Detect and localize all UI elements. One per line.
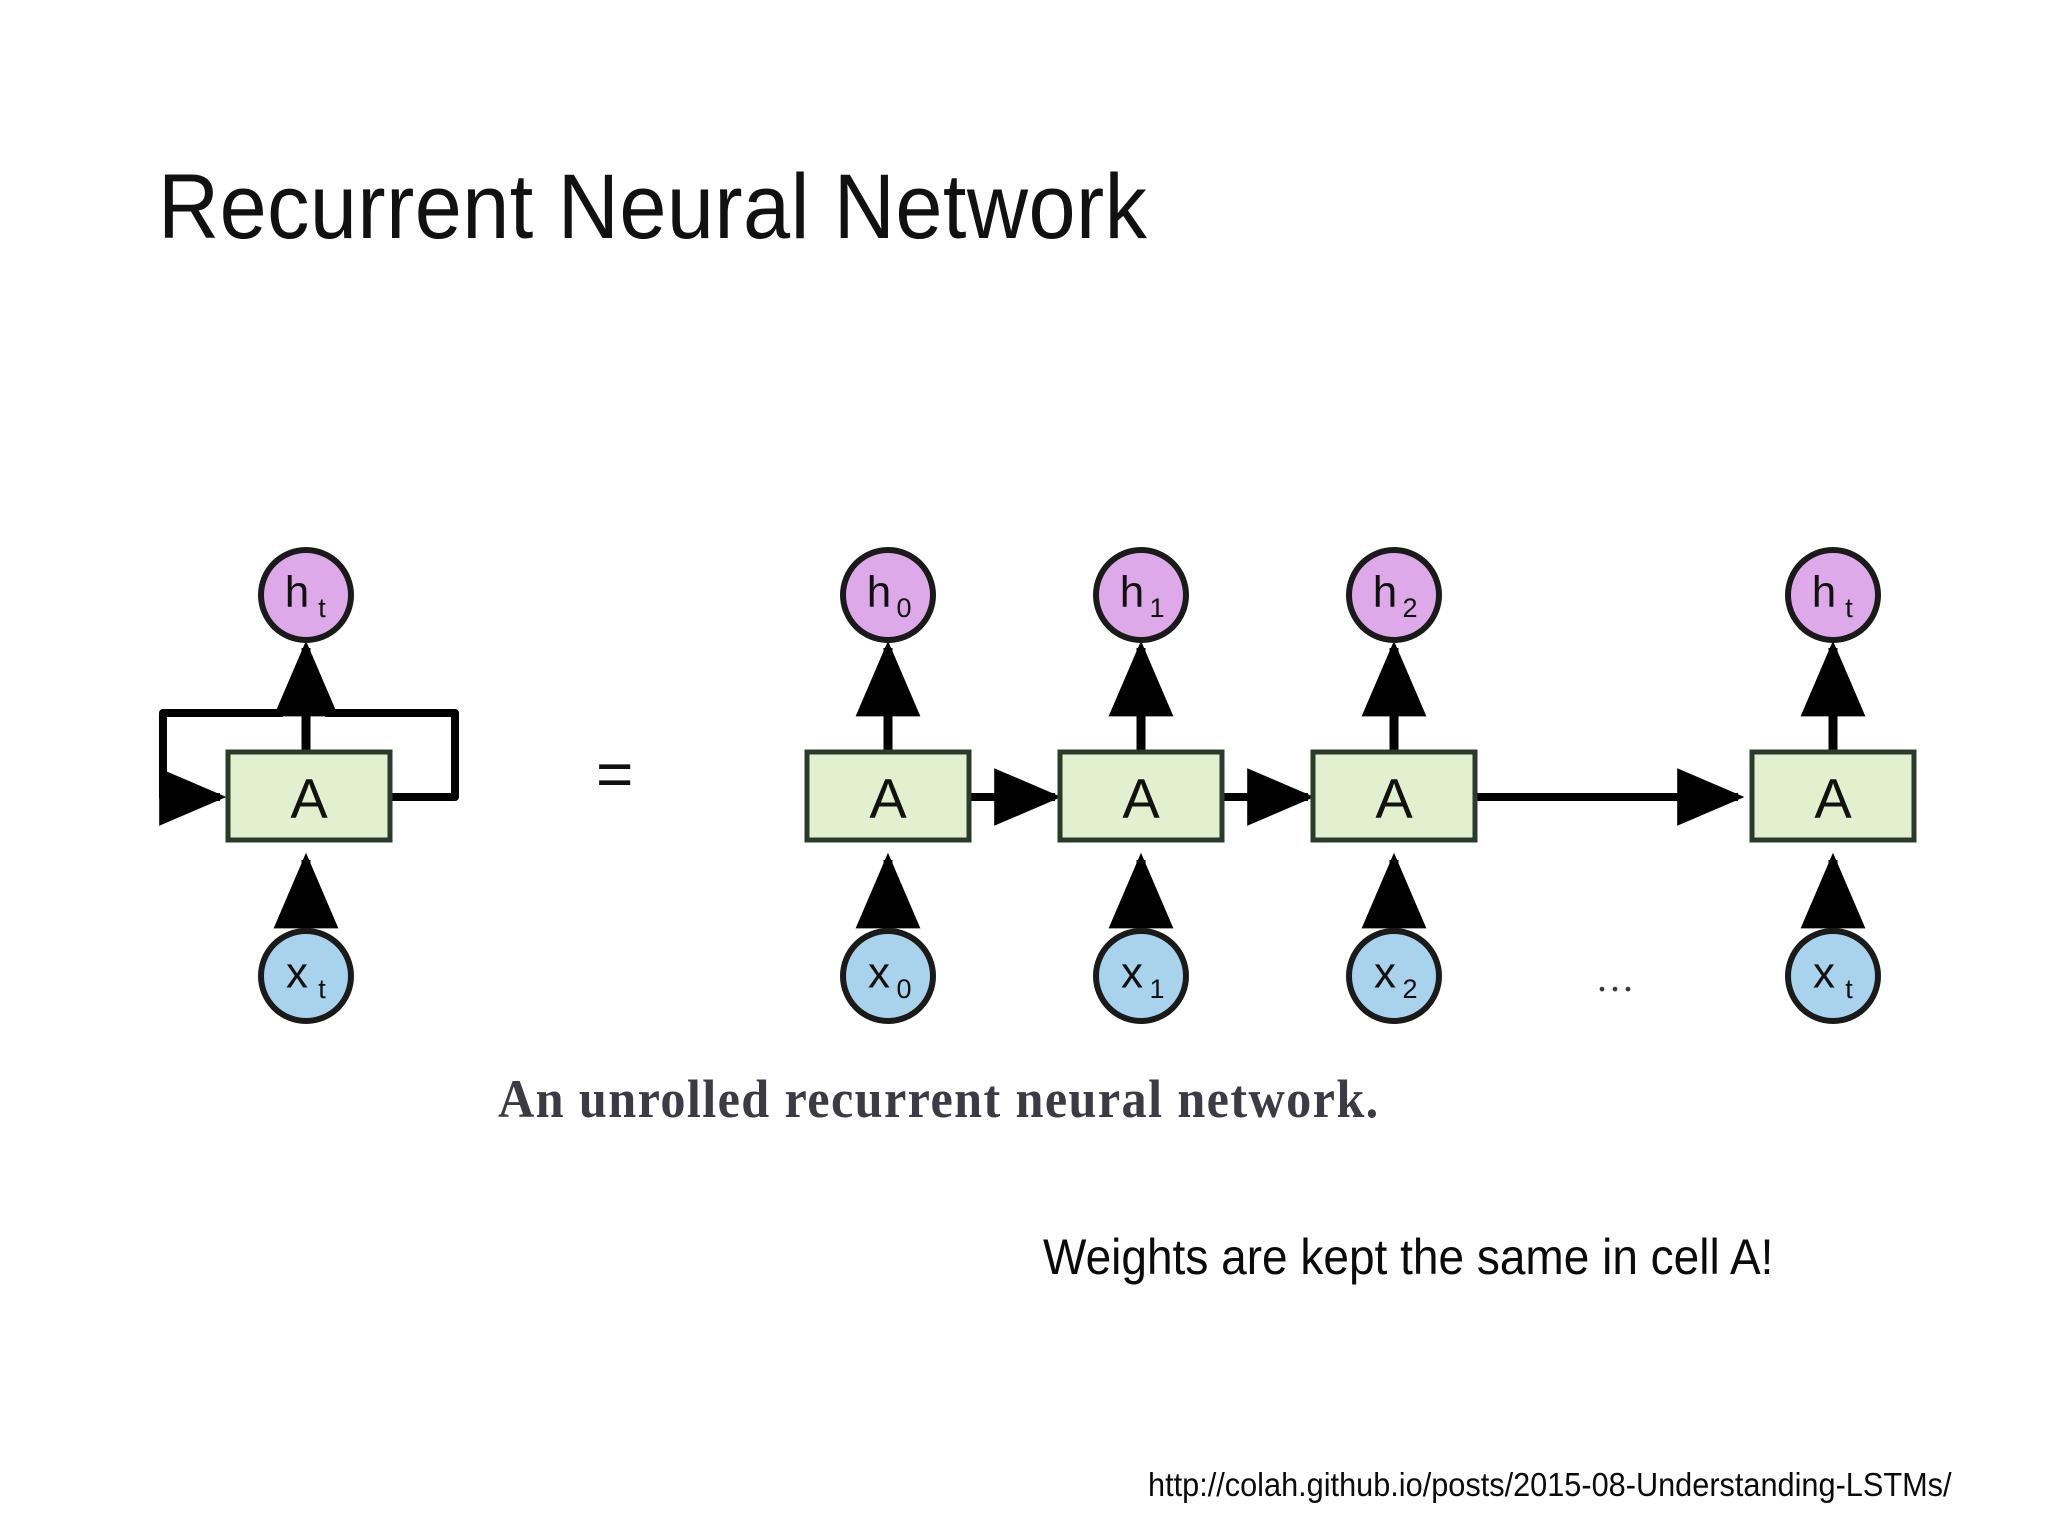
unrolled-output-subscript-2: 2: [1402, 593, 1417, 623]
unrolled-input-label-1: x: [1121, 949, 1143, 998]
folded-input-label: x: [286, 949, 308, 998]
unrolled-output-label-2: h: [1373, 568, 1397, 617]
unrolled-input-label-t: x: [1813, 949, 1835, 998]
folded-output-subscript: t: [318, 593, 326, 623]
recurrent-loop-right-segment: [325, 709, 459, 801]
folded-output-label: h: [285, 568, 309, 617]
unrolled-cell-label-t: A: [1814, 767, 1852, 830]
unrolled-output-subscript-0: 0: [896, 593, 911, 623]
unrolled-input-subscript-t: t: [1845, 974, 1853, 1004]
unrolled-output-node-t: [1785, 547, 1881, 643]
unrolled-cell-box-1: [1057, 749, 1225, 843]
unrolled-output-node-0: [840, 547, 936, 643]
folded-cell-box: [225, 749, 393, 843]
folded-input-subscript: t: [318, 974, 326, 1004]
unrolled-rnn-group: A h 0 x 0 A h 1 x 1 A h 2: [804, 547, 1917, 1024]
unrolled-input-subscript-0: 0: [896, 974, 911, 1004]
unrolled-output-subscript-t: t: [1845, 593, 1853, 623]
unrolled-output-subscript-1: 1: [1149, 593, 1164, 623]
folded-rnn-group: A h t x t: [159, 547, 459, 1024]
unrolled-input-node-1: [1093, 928, 1189, 1024]
unrolled-input-subscript-2: 2: [1402, 974, 1417, 1004]
unrolled-cell-label-2: A: [1375, 767, 1413, 830]
recurrent-loop-left-segment: [159, 709, 283, 826]
unrolled-cell-box-2: [1310, 749, 1478, 843]
unrolled-cell-label-0: A: [869, 767, 907, 830]
unrolled-input-node-t: [1785, 928, 1881, 1024]
figure-caption: An unrolled recurrent neural network.: [498, 1069, 1380, 1129]
chain-ellipsis: ...: [1597, 955, 1636, 1000]
unrolled-cell-label-1: A: [1122, 767, 1160, 830]
folded-output-node: [258, 547, 354, 643]
folded-input-node: [258, 928, 354, 1024]
unrolled-input-label-0: x: [868, 949, 890, 998]
unrolled-input-label-2: x: [1374, 949, 1396, 998]
unrolled-output-label-1: h: [1120, 568, 1144, 617]
unrolled-input-node-0: [840, 928, 936, 1024]
source-url[interactable]: http://colah.github.io/posts/2015-08-Und…: [1148, 1466, 1952, 1503]
unrolled-cell-box-t: [1749, 749, 1917, 843]
unrolled-input-node-2: [1346, 928, 1442, 1024]
unrolled-output-label-t: h: [1812, 568, 1836, 617]
folded-cell-label: A: [290, 767, 328, 830]
unrolled-output-node-2: [1346, 547, 1442, 643]
unrolled-output-label-0: h: [867, 568, 891, 617]
weights-note: Weights are kept the same in cell A!: [1043, 1229, 1774, 1285]
unrolled-input-subscript-1: 1: [1149, 974, 1164, 1004]
unrolled-output-node-1: [1093, 547, 1189, 643]
equals-sign: =: [596, 738, 634, 810]
page-title: Recurrent Neural Network: [158, 156, 1148, 258]
unrolled-cell-box-0: [804, 749, 972, 843]
